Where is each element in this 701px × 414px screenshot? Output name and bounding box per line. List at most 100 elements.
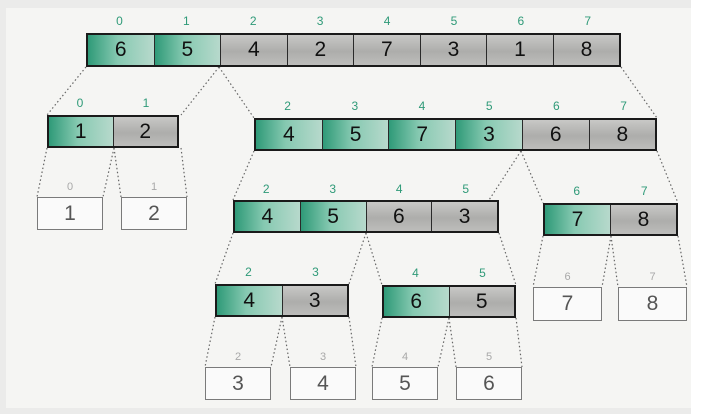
array-cell: 6 xyxy=(88,35,154,65)
leaf-index-label: 1 xyxy=(150,181,158,193)
array-index-label: 1 xyxy=(183,14,190,28)
connector-line xyxy=(610,235,619,288)
array-index-label: 6 xyxy=(573,184,581,198)
array-cell: 7 xyxy=(388,120,456,149)
connector-line xyxy=(281,316,291,368)
array-cell: 8 xyxy=(552,35,620,65)
array-index-label: 6 xyxy=(553,99,560,113)
leaf-box: 1 xyxy=(37,197,103,230)
connector-line xyxy=(620,66,658,119)
array-cell: 1 xyxy=(49,117,113,146)
array-index-label: 0 xyxy=(116,14,123,28)
connector-line xyxy=(601,235,612,288)
leaf-box: 6 xyxy=(456,367,522,400)
leaf-box: 7 xyxy=(533,287,602,321)
array-index-label: 4 xyxy=(412,266,419,280)
array-cell: 6 xyxy=(521,120,589,149)
leaf-box: 2 xyxy=(121,197,187,230)
array-cell: 5 xyxy=(153,35,221,65)
array-index-label: 5 xyxy=(450,14,458,28)
connector-line xyxy=(204,316,216,368)
connector-line xyxy=(520,150,544,204)
leaf-box: 8 xyxy=(618,287,687,321)
connector-line xyxy=(488,150,522,201)
array-index-label: 2 xyxy=(284,99,291,113)
array-cell: 3 xyxy=(431,202,497,231)
array-index-label: 4 xyxy=(395,182,403,196)
array-cell: 5 xyxy=(321,120,389,149)
array-index-label: 7 xyxy=(640,184,648,198)
leaf-index-label: 0 xyxy=(66,181,74,193)
array-cell: 3 xyxy=(419,35,487,65)
leaf-box: 4 xyxy=(290,367,356,400)
array-cell: 4 xyxy=(235,202,300,231)
array-cell: 6 xyxy=(365,202,432,231)
array-cell: 4 xyxy=(220,35,287,65)
leaf-index-label: 2 xyxy=(234,351,242,363)
connector-line xyxy=(102,147,115,198)
connector-line xyxy=(677,235,688,288)
array-index-label: 2 xyxy=(249,14,257,28)
connector-line xyxy=(218,66,255,119)
array-cell: 4 xyxy=(217,286,282,315)
array-cell: 2 xyxy=(286,35,354,65)
leaf-index-label: 4 xyxy=(401,351,409,363)
array-cell: 4 xyxy=(256,120,322,149)
array-index-label: 4 xyxy=(383,14,391,28)
connector-line xyxy=(36,147,48,198)
array-index-label: 5 xyxy=(485,99,493,113)
connector-line xyxy=(437,317,450,368)
array-cell: 5 xyxy=(299,202,366,231)
array-cell: 3 xyxy=(281,286,347,315)
leaf-index-label: 7 xyxy=(649,271,656,283)
connector-line xyxy=(180,147,188,198)
connector-line xyxy=(656,150,679,204)
leaf-box: 5 xyxy=(372,367,438,400)
array-index-label: 4 xyxy=(418,99,426,113)
array-cell: 8 xyxy=(610,205,676,234)
array-cell: 5 xyxy=(448,287,514,316)
leaf-index-label: 6 xyxy=(564,271,571,283)
array-index-label: 1 xyxy=(142,96,150,110)
array-index-label: 7 xyxy=(584,14,592,28)
array-index-label: 0 xyxy=(76,96,84,110)
array-index-label: 5 xyxy=(462,182,470,196)
array-cell: 2 xyxy=(112,117,177,146)
array-cell: 1 xyxy=(486,35,553,65)
array-cell: 6 xyxy=(384,287,449,316)
connector-line xyxy=(348,316,357,368)
connector-line xyxy=(448,317,457,368)
array-index-label: 3 xyxy=(329,182,337,196)
array-index-label: 7 xyxy=(620,99,627,113)
connector-line xyxy=(214,232,234,285)
array-cell: 7 xyxy=(545,205,610,234)
array-index-label: 2 xyxy=(262,182,270,196)
array-cell: 8 xyxy=(588,120,656,149)
page-edge xyxy=(691,0,701,414)
connector-line xyxy=(532,235,544,288)
connector-line xyxy=(232,150,255,201)
array-index-label: 3 xyxy=(316,14,324,28)
connector-line xyxy=(498,232,517,286)
array-index-label: 2 xyxy=(245,265,252,279)
leaf-index-label: 5 xyxy=(485,351,493,363)
array-index-label: 5 xyxy=(479,266,486,280)
array-cell: 7 xyxy=(353,35,420,65)
connector-line xyxy=(348,232,367,285)
array-index-label: 6 xyxy=(517,14,525,28)
connector-line xyxy=(515,317,523,368)
connector-line xyxy=(270,316,283,368)
connector-line xyxy=(371,317,383,368)
connector-line xyxy=(180,66,220,116)
leaf-box: 3 xyxy=(205,367,271,400)
leaf-index-label: 3 xyxy=(319,351,327,363)
connector-line xyxy=(365,232,383,286)
array-index-label: 3 xyxy=(312,265,319,279)
